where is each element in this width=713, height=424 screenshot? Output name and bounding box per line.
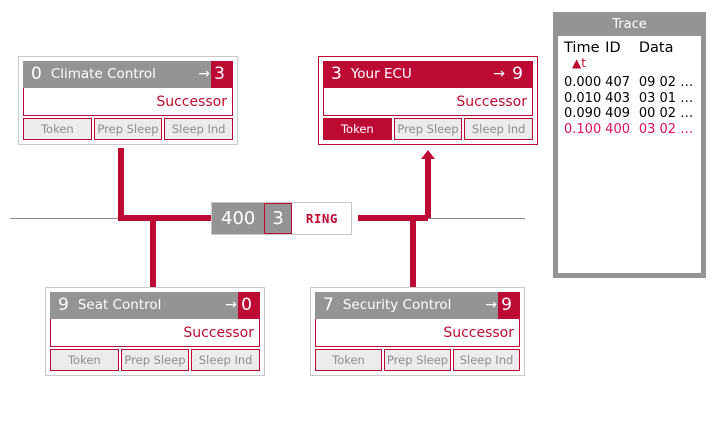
successor-label: Successor xyxy=(443,325,514,341)
token-button[interactable]: Token xyxy=(315,349,382,371)
node-successor-group: → 9 xyxy=(485,292,520,319)
node-button-row: Token Prep Sleep Sleep Ind xyxy=(323,118,534,140)
bus-line-left xyxy=(10,218,222,219)
node-successor-group: → 3 xyxy=(198,61,233,88)
arrow-right-icon: → xyxy=(198,66,210,82)
trace-row-list: 0.000 407 09 02 … 0.010 403 03 01 … 0.09… xyxy=(564,75,695,137)
wire-your-ecu xyxy=(425,158,431,218)
successor-label: Successor xyxy=(156,94,227,110)
trace-cell-time: 0.010 xyxy=(564,90,602,106)
prep-sleep-button[interactable]: Prep Sleep xyxy=(120,349,190,371)
prep-sleep-button[interactable]: Prep Sleep xyxy=(384,349,451,371)
sleep-ind-button[interactable]: Sleep Ind xyxy=(464,118,534,140)
node-header: 3 Your ECU → 9 xyxy=(323,61,533,88)
sleep-ind-button[interactable]: Sleep Ind xyxy=(191,349,261,371)
trace-cell-data: 09 02 … xyxy=(638,75,694,90)
trace-body[interactable]: Time ID Data ▲t 0.000 407 09 02 … 0.010 … xyxy=(558,36,701,273)
trace-row[interactable]: 0.010 403 03 01 … xyxy=(564,91,695,107)
trace-title: Trace xyxy=(612,17,647,32)
node-id: 7 xyxy=(323,295,334,315)
ecu-node-seat-control[interactable]: 9 Seat Control → 0 Successor Token Prep … xyxy=(45,287,265,376)
token-button[interactable]: Token xyxy=(50,349,119,371)
trace-cell-time: 0.090 xyxy=(564,106,602,121)
trace-column-headers: Time ID Data xyxy=(564,39,695,57)
trace-cell-id: 403 xyxy=(605,90,630,106)
node-successor-row: Successor xyxy=(23,88,233,116)
frame-dlc: 3 xyxy=(264,203,292,234)
node-title: Your ECU xyxy=(350,66,412,82)
trace-row[interactable]: 0.100 400 03 02 … xyxy=(564,122,695,138)
trace-cell-id: 409 xyxy=(605,106,630,121)
node-header: 9 Seat Control → 0 xyxy=(50,292,260,319)
node-button-row: Token Prep Sleep Sleep Ind xyxy=(315,349,520,371)
node-successor-row: Successor xyxy=(315,319,520,347)
node-successor-group: → 9 xyxy=(493,61,533,88)
trace-cell-data: 03 02 … xyxy=(638,121,694,137)
node-id: 3 xyxy=(331,64,342,84)
frame-label: RING xyxy=(305,211,338,226)
node-header: 0 Climate Control → 3 xyxy=(23,61,233,88)
node-successor-value: 9 xyxy=(498,292,520,319)
wire-security-control xyxy=(410,215,416,290)
trace-header-id[interactable]: ID xyxy=(605,40,621,56)
node-title: Security Control xyxy=(342,297,452,313)
node-successor-value: 3 xyxy=(211,61,233,88)
frame-id: 400 xyxy=(212,203,265,234)
ecu-node-climate-control[interactable]: 0 Climate Control → 3 Successor Token Pr… xyxy=(18,56,238,145)
node-title: Climate Control xyxy=(50,66,156,82)
wire-seat-control xyxy=(150,215,156,290)
trace-cell-time: 0.100 xyxy=(564,121,602,137)
trace-cell-id: 407 xyxy=(605,75,630,90)
bus-active-segment xyxy=(118,215,228,221)
node-id: 9 xyxy=(58,295,69,315)
node-successor-row: Successor xyxy=(323,88,533,116)
trace-cell-data: 00 02 … xyxy=(638,106,694,121)
node-header: 7 Security Control → 9 xyxy=(315,292,520,319)
trace-row[interactable]: 0.000 407 09 02 … xyxy=(564,75,695,91)
arrow-right-icon: → xyxy=(485,297,497,313)
arrow-right-icon: → xyxy=(225,297,237,313)
prep-sleep-button[interactable]: Prep Sleep xyxy=(393,118,463,140)
bus-active-segment-right xyxy=(358,215,428,221)
trace-panel: Trace Time ID Data ▲t 0.000 407 09 02 … … xyxy=(553,12,706,278)
token-button[interactable]: Token xyxy=(323,118,392,140)
arrow-right-icon: → xyxy=(493,66,505,82)
trace-cell-time: 0.000 xyxy=(564,75,602,90)
bus-line-right xyxy=(358,218,525,219)
node-successor-group: → 0 xyxy=(225,292,260,319)
successor-label: Successor xyxy=(183,325,254,341)
sort-ascending-icon: ▲t xyxy=(572,56,586,70)
token-button[interactable]: Token xyxy=(23,118,92,140)
node-button-row: Token Prep Sleep Sleep Ind xyxy=(23,118,234,140)
ecu-node-your-ecu[interactable]: 3 Your ECU → 9 Successor Token Prep Slee… xyxy=(318,56,538,145)
node-button-row: Token Prep Sleep Sleep Ind xyxy=(50,349,261,371)
trace-cell-id: 400 xyxy=(605,121,630,137)
node-successor-row: Successor xyxy=(50,319,260,347)
trace-header-time[interactable]: Time xyxy=(564,40,600,56)
trace-row[interactable]: 0.090 409 00 02 … xyxy=(564,106,695,122)
node-title: Seat Control xyxy=(77,297,162,313)
wire-climate-control xyxy=(118,148,124,218)
successor-label: Successor xyxy=(456,94,527,110)
trace-cell-data: 03 01 … xyxy=(638,90,694,106)
ecu-node-security-control[interactable]: 7 Security Control → 9 Successor Token P… xyxy=(310,287,525,376)
ring-frame-message[interactable]: 400 3 RING xyxy=(211,202,352,235)
node-successor-value: 9 xyxy=(512,64,523,84)
node-id: 0 xyxy=(31,64,42,84)
node-successor-value: 0 xyxy=(238,292,260,319)
sleep-ind-button[interactable]: Sleep Ind xyxy=(453,349,520,371)
trace-header-data[interactable]: Data xyxy=(638,40,674,56)
arrow-to-your-ecu-icon xyxy=(421,150,435,159)
sleep-ind-button[interactable]: Sleep Ind xyxy=(164,118,234,140)
prep-sleep-button[interactable]: Prep Sleep xyxy=(93,118,163,140)
